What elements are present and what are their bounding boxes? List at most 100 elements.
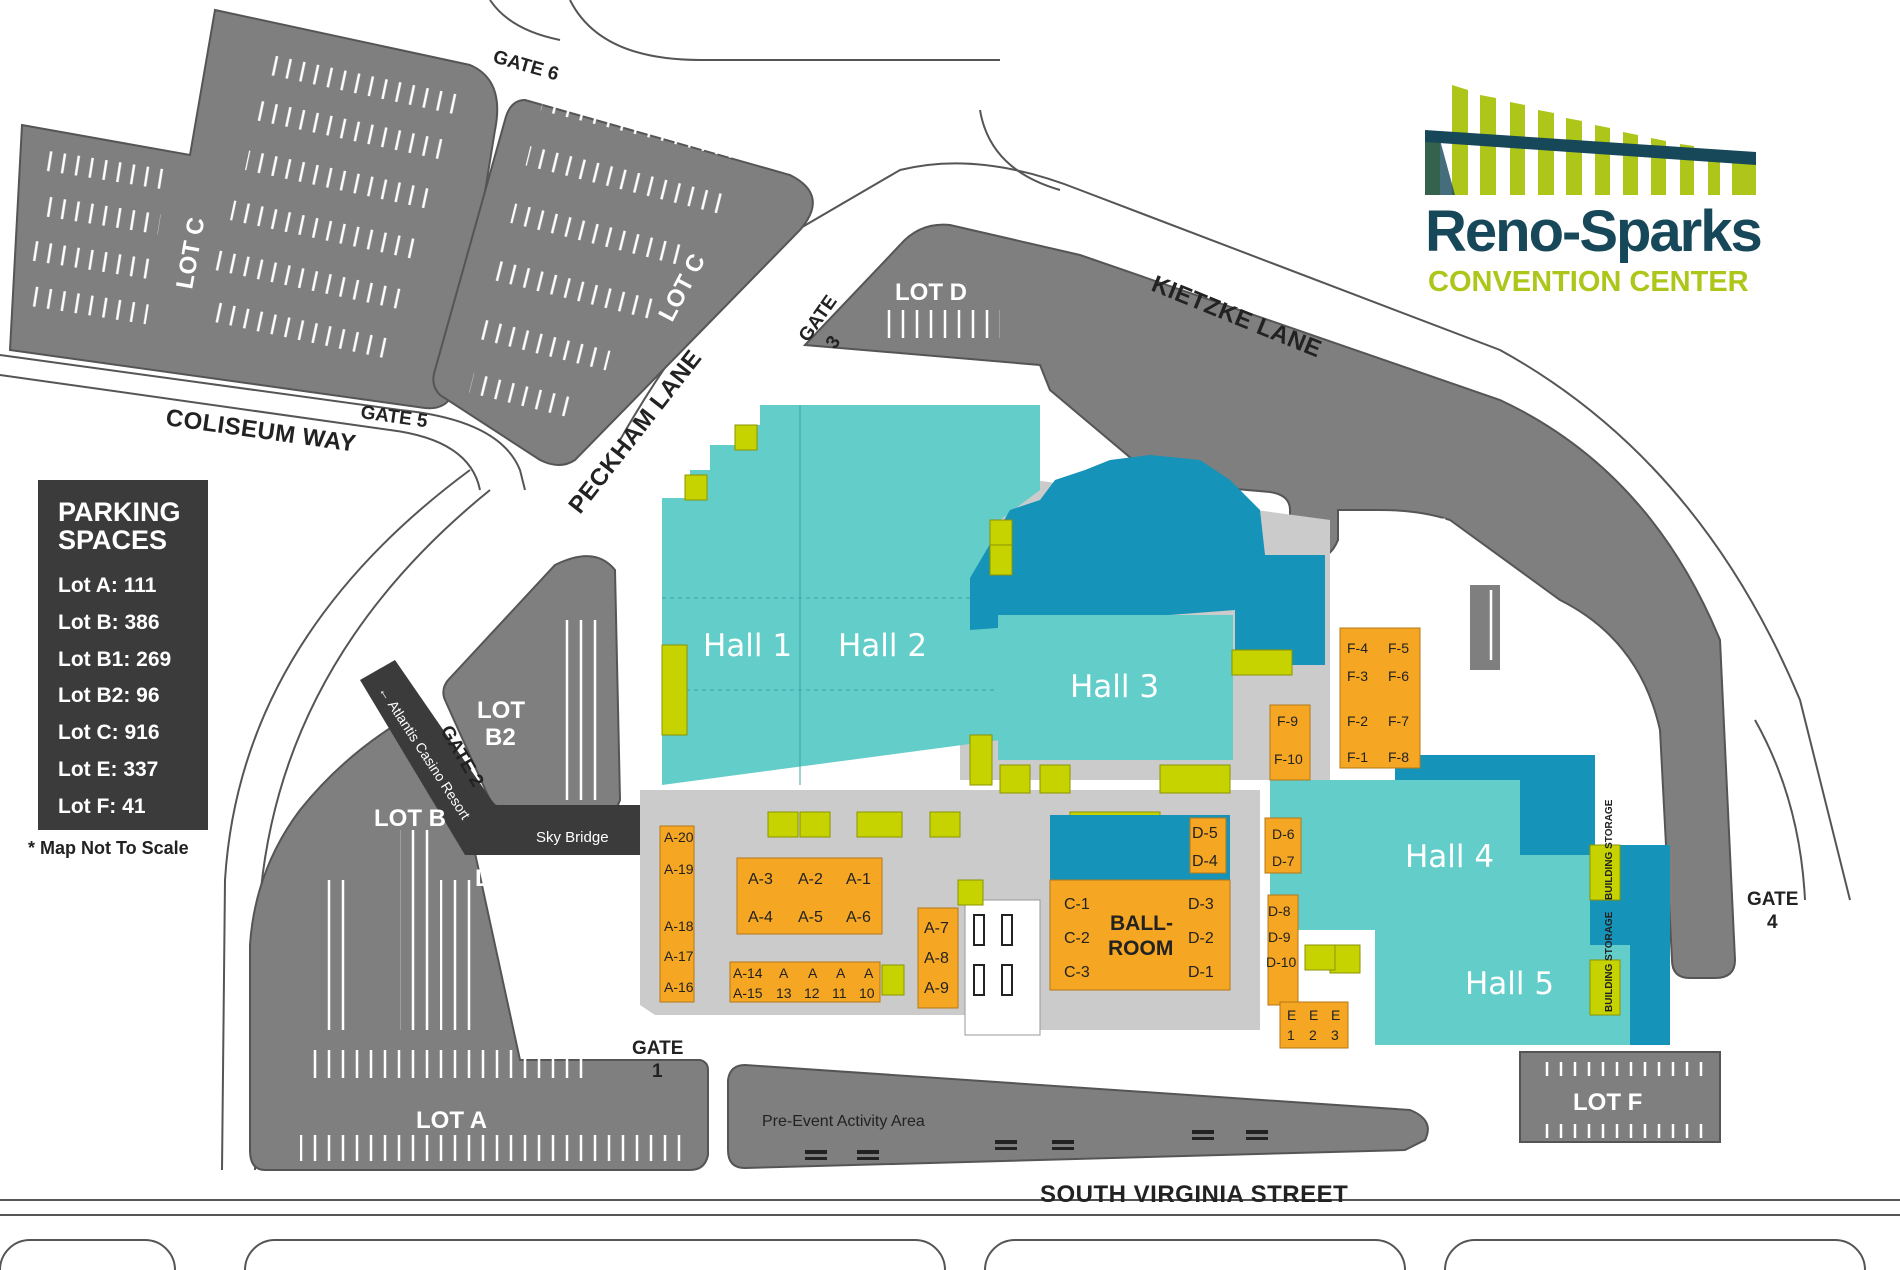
room-a-1: A-1	[846, 871, 871, 888]
room-d-1: D-1	[1188, 964, 1214, 981]
lot-a-label: LOT A	[416, 1107, 487, 1134]
room-a-11-2: 11	[832, 985, 847, 1001]
lot-b2	[442, 555, 622, 816]
room-a-10-1: A	[864, 965, 874, 981]
gate-1-line1: GATE	[632, 1038, 683, 1059]
legend-row-lot-e: Lot E: 337	[58, 757, 159, 781]
map-not-to-scale-note: * Map Not To Scale	[28, 838, 189, 858]
room-c-1: C-1	[1064, 896, 1090, 913]
room-a-20: A-20	[664, 829, 694, 845]
pre-event-label: Pre-Event Activity Area	[762, 1113, 925, 1130]
bench-icons	[805, 1130, 1268, 1160]
storage-blocks	[661, 424, 1621, 1016]
sky-bridge	[360, 660, 660, 855]
room-e-3-2: 3	[1331, 1027, 1339, 1043]
room-f-3: F-3	[1347, 668, 1368, 684]
room-f-6: F-6	[1388, 668, 1409, 684]
room-a-8: A-8	[924, 950, 949, 967]
lot-a-b-b1	[249, 723, 709, 1171]
hall-3-dark-block	[970, 455, 1325, 760]
legend-row-lot-f: Lot F: 41	[58, 794, 146, 818]
meeting-rooms	[659, 627, 1421, 1049]
reno-sparks-logo: Reno-Sparks CONVENTION CENTER	[1420, 80, 1765, 310]
gate-4-line1: GATE	[1747, 889, 1798, 910]
room-e-1-1: E	[1287, 1007, 1296, 1023]
room-a-3: A-3	[748, 871, 773, 888]
lot-b-label: LOT B	[374, 805, 446, 832]
room-a-19: A-19	[664, 861, 694, 877]
room-a-12-2: 12	[804, 985, 820, 1001]
room-d-10: D-10	[1266, 954, 1297, 970]
hall-3-label: Hall 3	[1070, 669, 1159, 705]
room-a-16: A-16	[664, 979, 694, 995]
room-d-8: D-8	[1268, 903, 1291, 919]
lot-b2-label-2: B2	[485, 724, 516, 751]
bottom-curbs	[0, 1239, 1866, 1270]
gate-1-line2: 1	[652, 1061, 663, 1082]
hall-4-5-block	[1270, 755, 1670, 1045]
room-a-12-1: A	[808, 965, 818, 981]
lot-f	[1519, 1051, 1721, 1143]
gate-4-line2: 4	[1767, 912, 1778, 933]
legend-rows: Lot A: 111 Lot B: 386 Lot B1: 269 Lot B2…	[58, 568, 171, 826]
room-f-9: F-9	[1277, 713, 1298, 729]
lot-d-e	[802, 223, 1737, 979]
ballroom-label-2: ROOM	[1108, 937, 1173, 960]
room-f-4: F-4	[1347, 640, 1368, 656]
building-storage-2-label: BUILDING STORAGE	[1604, 911, 1615, 1012]
legend-title-line2: SPACES	[58, 525, 168, 555]
hall-5-label: Hall 5	[1465, 966, 1554, 1002]
south-virginia-street-label: SOUTH VIRGINIA STREET	[1040, 1181, 1348, 1208]
legend-title-line1: PARKING	[58, 497, 181, 527]
legend-row-lot-c: Lot C: 916	[58, 721, 160, 745]
legend-row-lot-b: Lot B: 386	[58, 610, 160, 634]
room-c-2: C-2	[1064, 930, 1090, 947]
room-a-14: A-14	[733, 965, 763, 981]
room-e-1-2: 1	[1287, 1027, 1295, 1043]
room-a-9: A-9	[924, 980, 949, 997]
pre-event-area	[727, 1063, 1429, 1170]
room-a-5: A-5	[798, 909, 823, 926]
room-a-4: A-4	[748, 909, 773, 926]
room-f-7: F-7	[1388, 713, 1409, 729]
room-a-15: A-15	[733, 985, 763, 1001]
room-d-5: D-5	[1192, 825, 1218, 842]
logo-subtitle: CONVENTION CENTER	[1428, 266, 1749, 298]
room-a-2: A-2	[798, 871, 823, 888]
room-a-17: A-17	[664, 948, 694, 964]
room-f-8: F-8	[1388, 749, 1409, 765]
legend-title: PARKING SPACES	[58, 498, 208, 554]
room-a-10-2: 10	[859, 985, 875, 1001]
building-storage-1-label: BUILDING STORAGE	[1604, 799, 1615, 900]
lot-c-left	[8, 1, 499, 410]
room-d-7: D-7	[1272, 853, 1295, 869]
room-d-2: D-2	[1188, 930, 1214, 947]
room-d-9: D-9	[1268, 929, 1291, 945]
room-a-7: A-7	[924, 920, 949, 937]
room-d-3: D-3	[1188, 896, 1214, 913]
room-d-4: D-4	[1192, 853, 1218, 870]
room-d-6: D-6	[1272, 826, 1295, 842]
room-a-18: A-18	[664, 918, 694, 934]
room-a-6: A-6	[846, 909, 871, 926]
room-c-3: C-3	[1064, 964, 1090, 981]
ballroom-label-1: BALL-	[1110, 912, 1173, 935]
lot-b1-label: LOT B1	[475, 865, 560, 892]
room-f-5: F-5	[1388, 640, 1409, 656]
gate-6-label: GATE 6	[491, 47, 561, 86]
legend-row-lot-a: Lot A: 111	[58, 574, 157, 597]
lot-c-right	[432, 91, 814, 466]
room-e-2-1: E	[1309, 1007, 1318, 1023]
room-a-13-1: A	[779, 965, 789, 981]
lot-d-label: LOT D	[895, 279, 967, 306]
room-f-1: F-1	[1347, 749, 1368, 765]
room-e-3-1: E	[1331, 1007, 1340, 1023]
room-e-2-2: 2	[1309, 1027, 1317, 1043]
lot-e-label: LOT E	[1376, 514, 1447, 541]
room-f-10: F-10	[1274, 751, 1303, 767]
lot-b2-label-1: LOT	[477, 697, 525, 724]
room-a-11-1: A	[836, 965, 846, 981]
logo-name: Reno-Sparks	[1425, 199, 1763, 264]
seating-icons	[973, 914, 1013, 996]
